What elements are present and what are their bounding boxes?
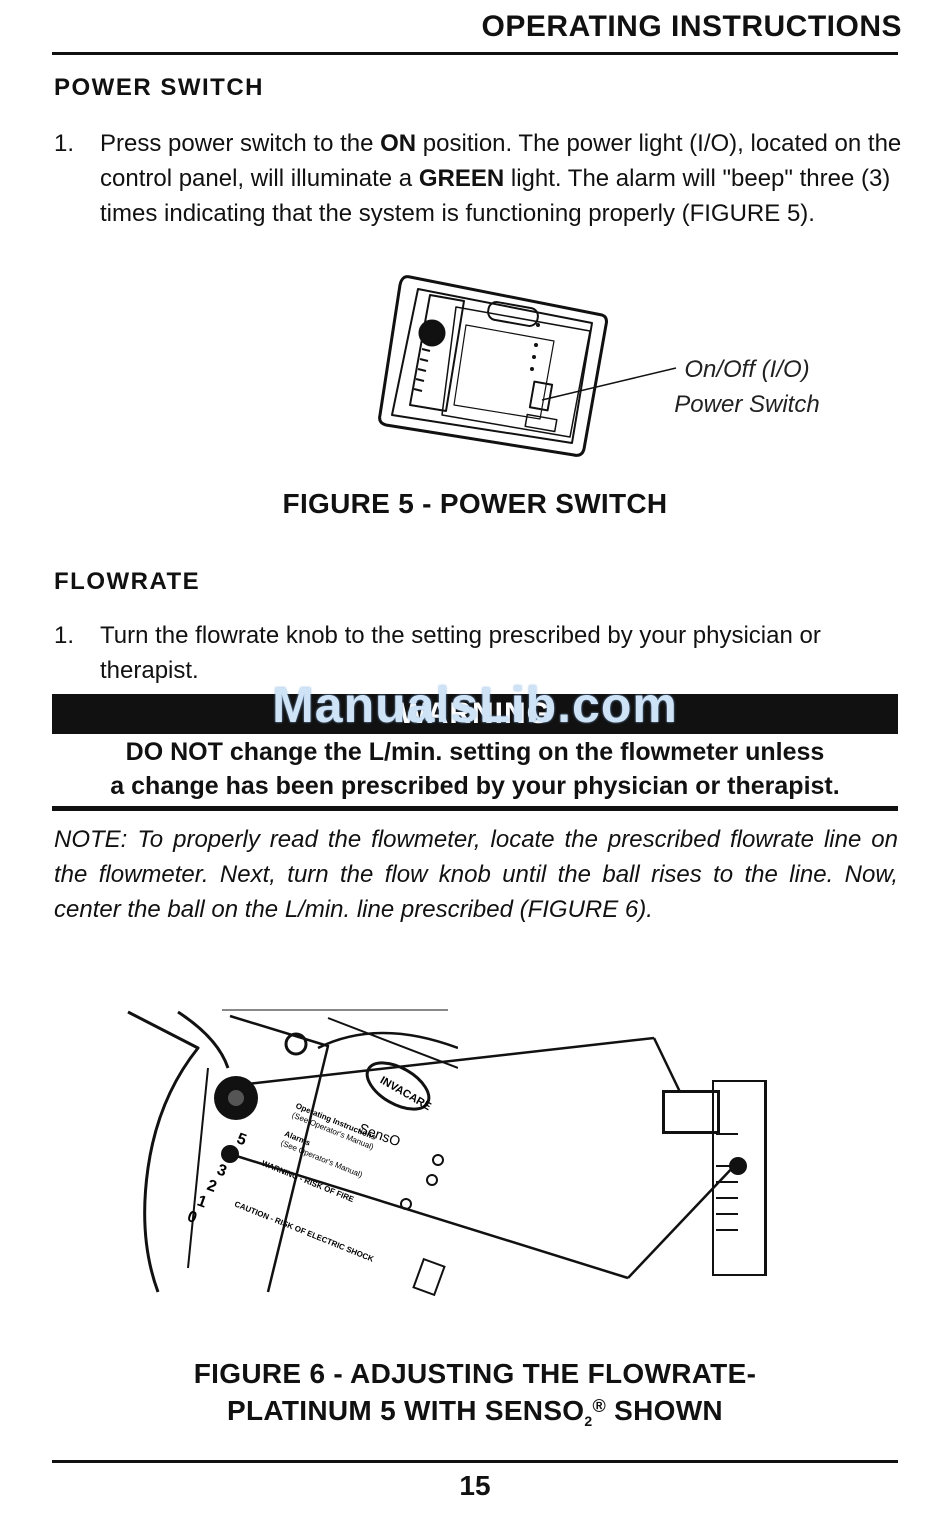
page-header-title: OPERATING INSTRUCTIONS — [481, 10, 902, 43]
figure6-caption-line1: FIGURE 6 - ADJUSTING THE FLOWRATE- — [193, 1358, 757, 1389]
figure5-device-illustration — [378, 275, 608, 457]
footer-rule — [52, 1460, 898, 1463]
note-text: NOTE: To properly read the flowmeter, lo… — [54, 826, 898, 923]
caption-part: PLATINUM 5 WITH SENSO — [227, 1395, 585, 1426]
figure6-callout-lines — [221, 1036, 737, 1280]
figure6-caption-line2: PLATINUM 5 WITH SENSO2® SHOWN — [0, 1395, 950, 1429]
warning-banner: WARNING — [52, 694, 898, 734]
header-rule — [52, 52, 898, 55]
caption-subscript: 2 — [584, 1413, 593, 1429]
registered-mark: ® — [592, 1396, 607, 1416]
warning-line2: a change has been prescribed by your phy… — [110, 772, 840, 800]
step-number: 1. — [54, 622, 75, 649]
callout-line2: Power Switch — [674, 391, 820, 418]
step-text-bold-on: ON — [380, 130, 417, 157]
power-switch-heading: POWER SWITCH — [54, 74, 264, 101]
figure5-callout-line — [541, 367, 677, 401]
warning-rule — [52, 806, 898, 811]
figure5-caption: FIGURE 5 - POWER SWITCH — [282, 488, 668, 519]
power-switch-step: 1. Press power switch to the ON position… — [54, 126, 904, 231]
step-text-part: Press power switch to the — [100, 130, 381, 157]
flowrate-step: 1. Turn the flowrate knob to the setting… — [54, 618, 904, 688]
figure6-device-illustration: INVACARE SensO Operating Instructions (S… — [127, 1009, 458, 1296]
step-number: 1. — [54, 130, 75, 157]
step-text-part: light. The alarm will "beep" three (3) t… — [100, 165, 891, 227]
step-text: Press power switch to the ON position. T… — [100, 126, 904, 231]
figure5-callout: On/Off (I/O) Power Switch — [672, 352, 822, 422]
step-text-bold-green: GREEN — [418, 165, 505, 192]
zoom-flowmeter-scale — [716, 1133, 747, 1231]
caption-part: SHOWN — [606, 1395, 723, 1426]
zoom-flowmeter-tube — [712, 1080, 767, 1276]
zoom-knob-box — [662, 1090, 720, 1134]
flowrate-heading: FLOWRATE — [54, 568, 201, 595]
warning-line1: DO NOT change the L/min. setting on the … — [125, 738, 825, 766]
callout-line1: On/Off (I/O) — [684, 356, 810, 383]
step-text: Turn the flowrate knob to the setting pr… — [100, 622, 821, 684]
warning-text: DO NOT change the L/min. setting on the … — [52, 735, 898, 803]
step-text-part: position. The power light (I/O), located… — [100, 130, 902, 192]
page-number: 15 — [459, 1470, 491, 1501]
